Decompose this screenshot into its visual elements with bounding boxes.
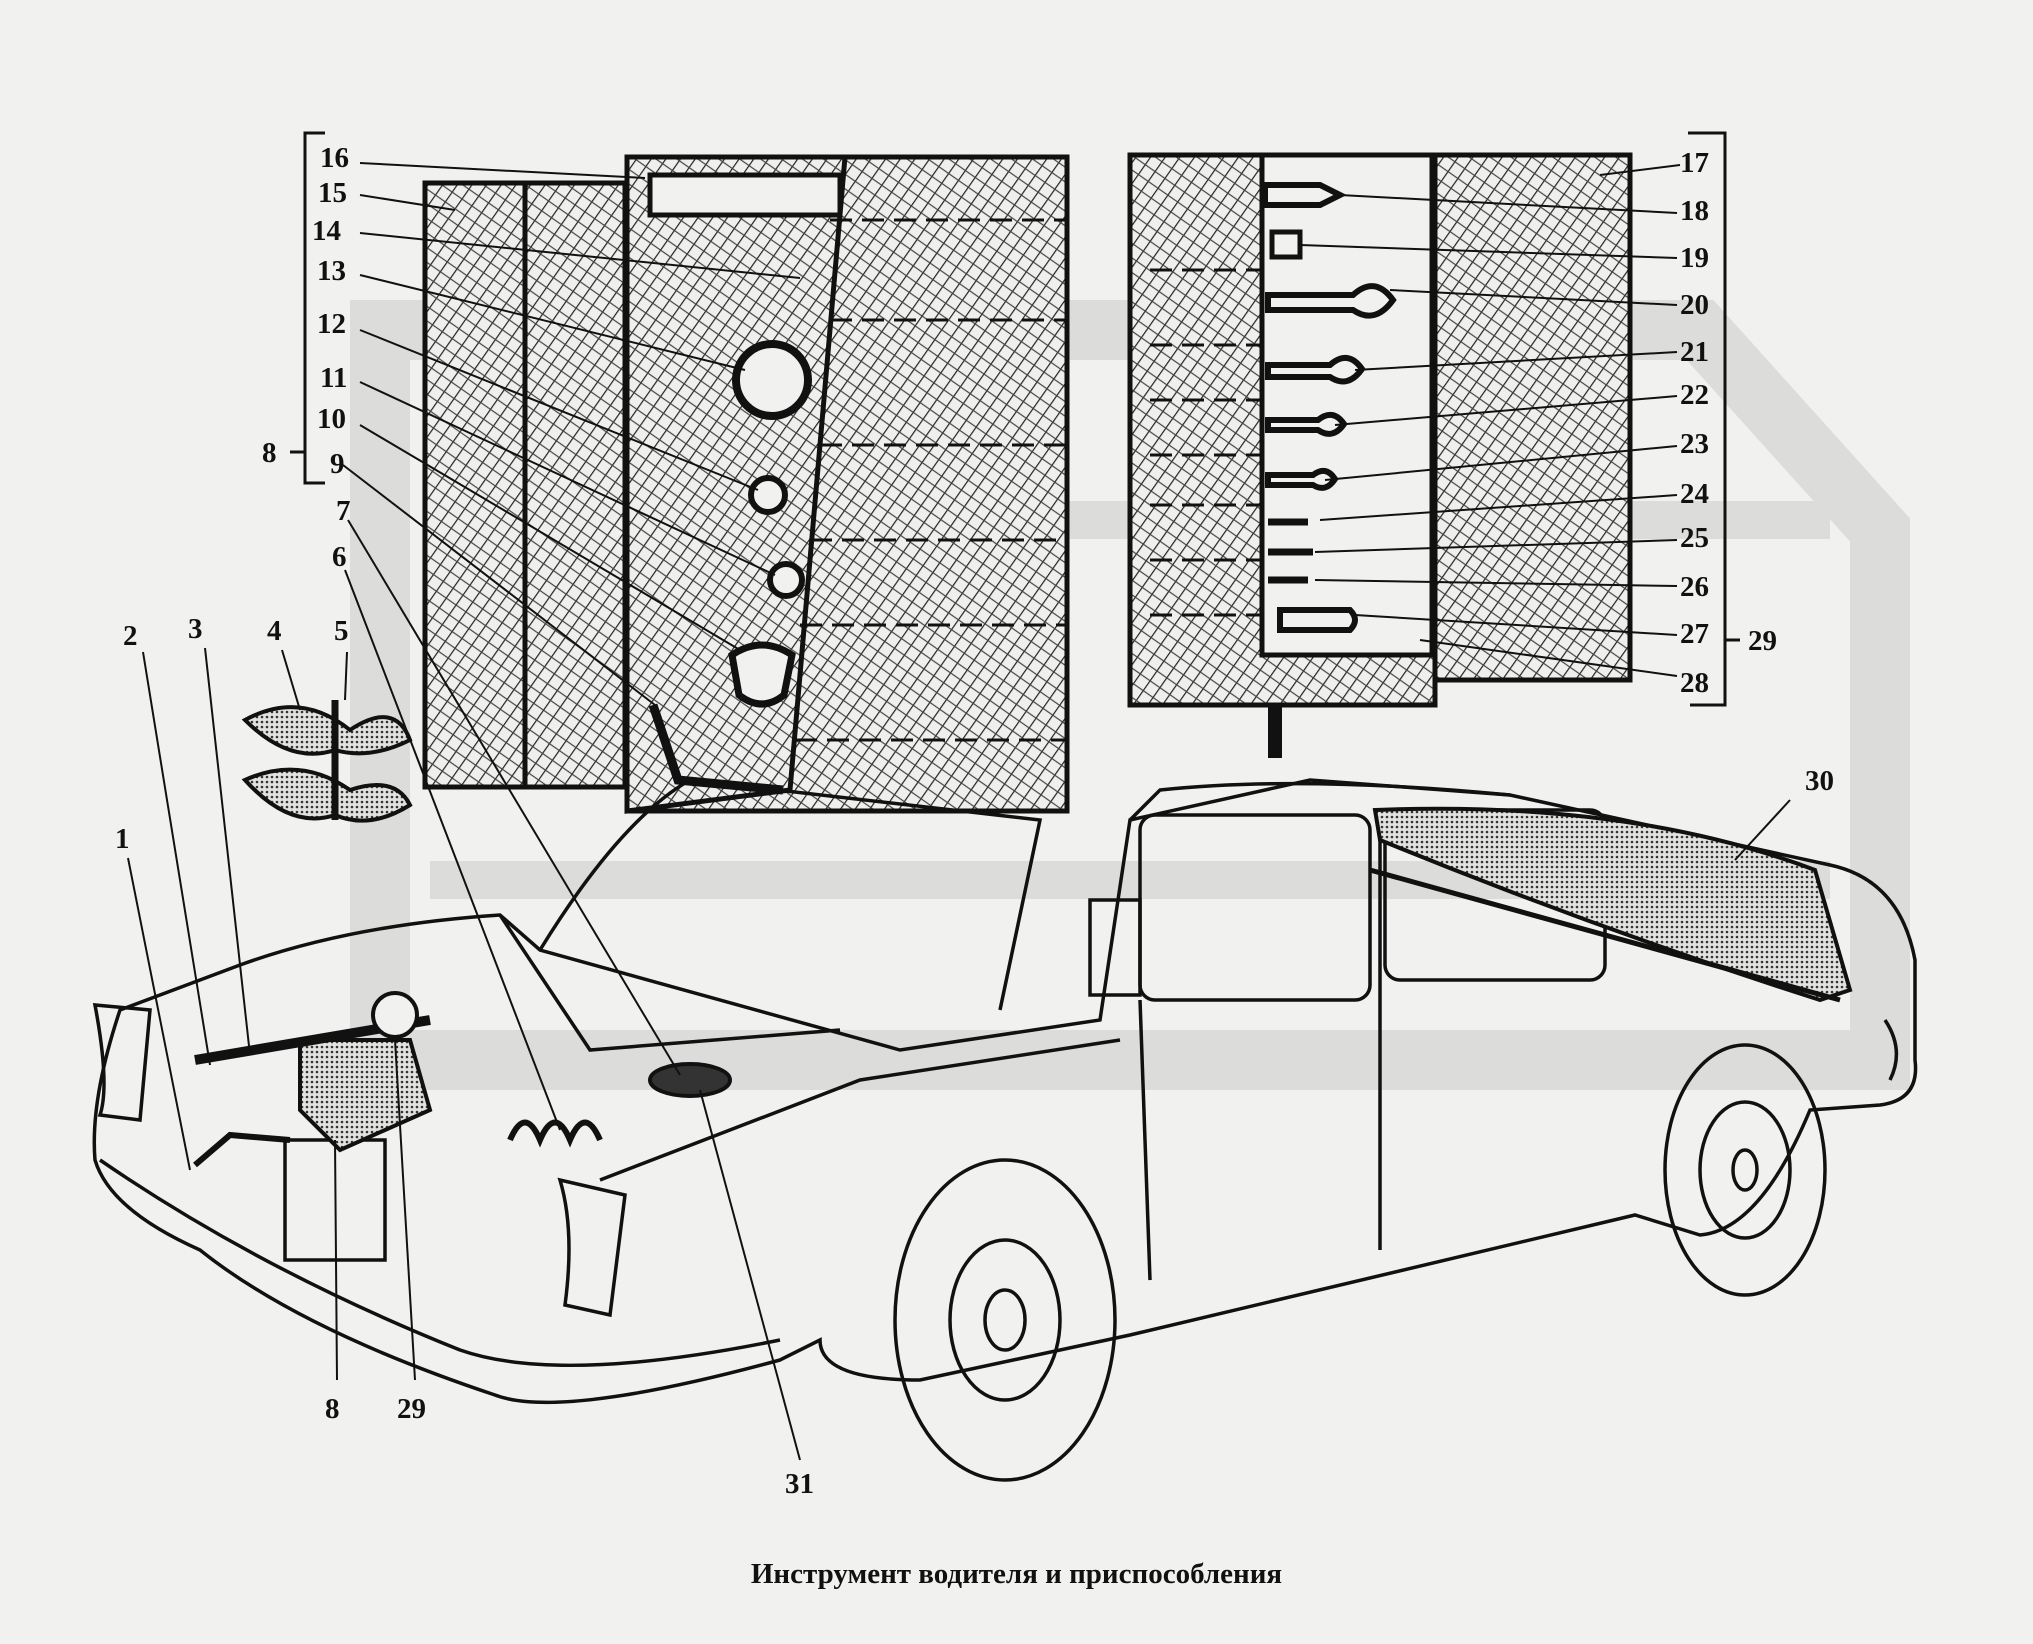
callout-21: 21 <box>1680 336 1709 368</box>
callout-10: 10 <box>317 403 346 435</box>
callout-6: 6 <box>332 541 347 573</box>
callout-2: 2 <box>123 620 138 652</box>
bracket-29 <box>1688 131 1740 707</box>
callout-19: 19 <box>1680 242 1709 274</box>
callout-26: 26 <box>1680 571 1709 603</box>
left-tool-roll <box>422 154 1070 814</box>
callout-8-bottom: 8 <box>325 1393 340 1425</box>
callout-12: 12 <box>317 308 346 340</box>
bar-30 <box>1369 806 1853 1003</box>
bracket-8 <box>290 131 325 485</box>
callout-23: 23 <box>1680 428 1709 460</box>
callout-8-bracket: 8 <box>262 437 277 469</box>
callout-14: 14 <box>312 215 341 247</box>
callout-29-bracket: 29 <box>1748 625 1777 657</box>
callout-1: 1 <box>115 823 130 855</box>
callout-4: 4 <box>267 615 282 647</box>
callout-17: 17 <box>1680 147 1709 179</box>
callout-15: 15 <box>318 177 347 209</box>
callout-29-bottom: 29 <box>397 1393 426 1425</box>
callout-7: 7 <box>336 495 351 527</box>
callout-3: 3 <box>188 613 203 645</box>
figure-caption: Инструмент водителя и приспособления <box>750 1558 1283 1590</box>
callout-9: 9 <box>330 448 345 480</box>
callout-labels: 1 2 3 4 5 6 7 9 10 11 12 13 14 15 16 17 … <box>115 142 1834 1500</box>
callout-25: 25 <box>1680 522 1709 554</box>
callout-22: 22 <box>1680 379 1709 411</box>
callout-28: 28 <box>1680 667 1709 699</box>
callout-31: 31 <box>785 1468 814 1500</box>
callout-18: 18 <box>1680 195 1709 227</box>
leader-lines <box>127 162 1791 1461</box>
right-tool-roll <box>1127 152 1633 758</box>
callout-16: 16 <box>320 142 349 174</box>
callout-30: 30 <box>1805 765 1834 797</box>
callout-11: 11 <box>320 362 347 394</box>
callout-24: 24 <box>1680 478 1709 510</box>
callout-27: 27 <box>1680 618 1709 650</box>
callout-5: 5 <box>334 615 349 647</box>
car-body <box>92 778 1918 1482</box>
callout-13: 13 <box>317 255 346 287</box>
callout-20: 20 <box>1680 289 1709 321</box>
